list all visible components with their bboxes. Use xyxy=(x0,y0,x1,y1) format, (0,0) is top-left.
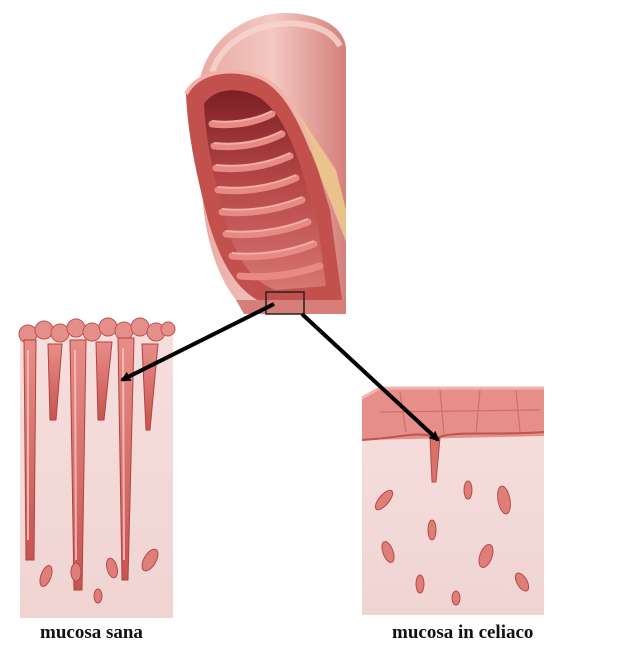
intestine-tube xyxy=(186,13,346,314)
celiac-mucosa-label: mucosa in celiaco xyxy=(392,622,533,644)
celiac-mucosa-panel xyxy=(362,388,544,615)
healthy-mucosa-label: mucosa sana xyxy=(40,622,143,644)
